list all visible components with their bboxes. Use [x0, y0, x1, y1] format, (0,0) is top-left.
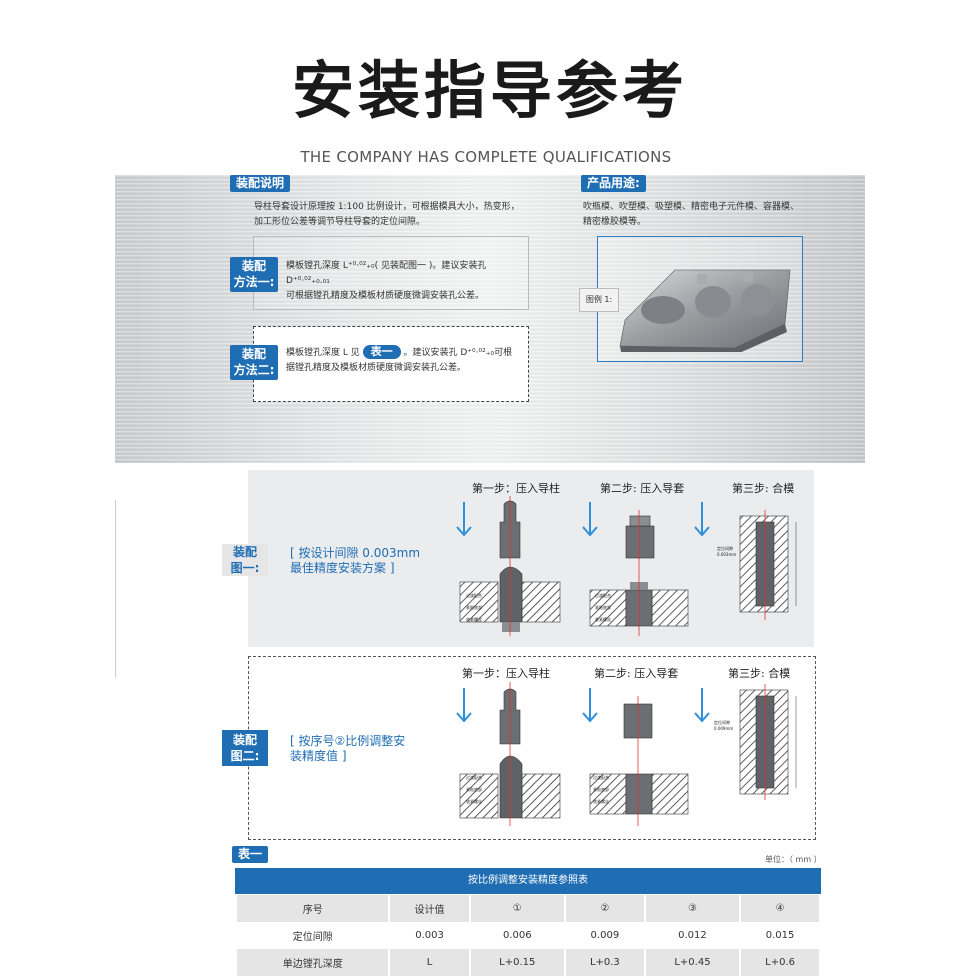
table-cell: L+0.6 — [741, 949, 819, 976]
method-two-label-line2: 方法二: — [233, 363, 275, 377]
table-one-link[interactable]: 表一 — [362, 345, 401, 359]
diagram-one-callout3: 收紧螺丝 — [466, 616, 482, 622]
left-divider — [115, 500, 116, 678]
diagram-two-callout1: 过渡配合 — [466, 774, 482, 780]
diagram-two-step2: 第二步: 压入导套 — [594, 667, 679, 680]
diagram-one-label-line1: 装配 — [232, 545, 257, 559]
diagram-one-step3: 第三步: 合模 — [732, 482, 795, 495]
diagram-one-label-line2: 图一: — [230, 561, 260, 575]
table-cell: 0.009 — [565, 922, 644, 949]
table-cell: L — [390, 949, 469, 976]
page-subtitle: THE COMPANY HAS COMPLETE QUALIFICATIONS — [300, 148, 672, 166]
diagram-one-step2-callout1: 过渡配合 — [595, 592, 611, 598]
diagram-two-callout2: 紧贴底部 — [466, 786, 482, 792]
table-cell: 单边镗孔深度 — [237, 949, 389, 976]
diagram-one-step2-callout3: 收紧螺丝 — [595, 616, 611, 622]
diagram-one-callout1: 过渡配合 — [466, 592, 482, 598]
diagram-one-description: [ 按设计间隙 0.003mm 最佳精度安装方案 ] — [290, 546, 420, 576]
method-two-text-before: 模板镗孔深度 L 见 — [286, 348, 360, 358]
diagram-two-callout3: 锁紧螺丝 — [466, 798, 482, 804]
table-header-cell: 序号 — [237, 895, 389, 922]
table-row: 单边镗孔深度 L L+0.15 L+0.3 L+0.45 L+0.6 — [237, 949, 819, 976]
method-one-label-line1: 装配 — [241, 259, 266, 273]
method-one-text: 模板镗孔深度 L⁺⁰·⁰²₊₀( 见装配图一 )。建议安装孔 D⁺⁰·⁰²₊₀.… — [286, 259, 526, 304]
table-header-cell: ③ — [645, 895, 740, 922]
method-two-text: 模板镗孔深度 L 见 表一 。建议安装孔 D⁺⁰·⁰²₊₀可根 据镗孔精度及模板… — [286, 345, 526, 376]
page-title: 安装指导参考 — [291, 54, 688, 127]
method-two-text-after: 。建议安装孔 D⁺⁰·⁰²₊₀可根 — [403, 348, 513, 358]
table-header-cell: ④ — [741, 895, 819, 922]
table-cell: 0.003 — [390, 922, 469, 949]
diagram-two-desc-line2: 装精度值 ] — [290, 749, 347, 763]
method-two-label: 装配 方法二: — [230, 345, 278, 380]
diagram-two-desc-line1: [ 按序号②比例调整安 — [290, 734, 406, 748]
method-one-line1: 模板镗孔深度 L⁺⁰·⁰²₊₀( 见装配图一 )。建议安装孔 D⁺⁰·⁰²₊₀.… — [286, 261, 487, 286]
diagram-two-label-line1: 装配 — [232, 733, 257, 747]
assembly-notes-text: 导柱导套设计原理按 1:100 比例设计，可根据模具大小，热变形， 加工形位公差… — [254, 200, 544, 230]
table-cell: 0.015 — [741, 922, 819, 949]
method-two-line2: 据镗孔精度及模板材质硬度微调安装孔公差。 — [286, 363, 467, 373]
mold-photo-illustration — [619, 269, 791, 352]
diagram-one-gap-label2: 0.003mm — [717, 552, 736, 557]
diagram-one-callout2: 紧贴底部 — [466, 604, 482, 610]
table-cell: L+0.45 — [645, 949, 740, 976]
table-header-cell: 设计值 — [390, 895, 469, 922]
table-cell: L+0.3 — [565, 949, 644, 976]
table-header-cell: ② — [565, 895, 644, 922]
table-one-tag: 表一 — [232, 846, 269, 863]
precision-reference-table: 序号 设计值 ① ② ③ ④ 定位间隙 0.003 0.006 0.009 0.… — [235, 895, 821, 976]
diagram-one-label: 装配 图一: — [222, 544, 268, 576]
table-cell: L+0.15 — [470, 949, 564, 976]
diagram-one-desc-line2: 最佳精度安装方案 ] — [290, 561, 395, 575]
diagram-one-gap-label1: 定位间隙 — [717, 545, 733, 551]
product-use-line1: 吹瓶模、吹塑模、吸塑模、精密电子元件模、容器模、 — [583, 202, 800, 212]
diagram-two-gap-label2: 0.009mm — [714, 726, 733, 731]
method-one-line2: 可根据镗孔精度及模板材质硬度微调安装孔公差。 — [286, 291, 485, 301]
diagram-one-desc-line1: [ 按设计间隙 0.003mm — [290, 546, 421, 560]
diagram-one-step2-callout2: 紧贴底部 — [595, 604, 611, 610]
table-cell: 定位间隙 — [237, 922, 389, 949]
method-two-label-line1: 装配 — [241, 347, 266, 361]
table-unit: 单位：（ mm ） — [765, 855, 822, 864]
diagram-two-step2-callout1: 过渡配合 — [593, 774, 609, 780]
diagram-one-step2: 第二步: 压入导套 — [600, 482, 685, 495]
table-title: 按比例调整安装精度参照表 — [235, 868, 821, 894]
product-use-line2: 精密橡胶模等。 — [583, 217, 647, 227]
diagram-one-step1: 第一步：压入导柱 — [472, 482, 560, 495]
diagram-two-label-line2: 图二: — [230, 749, 260, 763]
method-one-label: 装配 方法一: — [230, 257, 278, 292]
table-header-cell: ① — [470, 895, 564, 922]
assembly-notes-tag: 装配说明 — [230, 175, 291, 192]
method-one-label-line2: 方法一: — [233, 275, 275, 289]
diagram-two-drawings: 过渡配合 紧贴底部 锁紧螺丝 过渡配合 紧贴底部 锁紧螺丝 定位间隙 0.009… — [456, 682, 797, 826]
figure-label: 图例 1: — [579, 288, 619, 312]
assembly-notes-line1: 导柱导套设计原理按 1:100 比例设计，可根据模具大小，热变形， — [254, 202, 520, 212]
diagram-two-description: [ 按序号②比例调整安 装精度值 ] — [290, 734, 405, 764]
product-use-tag: 产品用途: — [581, 175, 646, 192]
table-cell: 0.006 — [470, 922, 564, 949]
product-use-text: 吹瓶模、吹塑模、吸塑模、精密电子元件模、容器模、 精密橡胶模等。 — [583, 200, 843, 230]
down-arrow-icon — [456, 688, 710, 723]
method-one-box — [253, 236, 529, 310]
diagram-two-label: 装配 图二: — [222, 730, 268, 766]
table-header-row: 序号 设计值 ① ② ③ ④ — [237, 895, 819, 922]
diagram-two-step2-callout2: 紧贴底部 — [593, 786, 609, 792]
down-arrow-icon — [456, 502, 710, 537]
diagram-two-step1: 第一步：压入导柱 — [462, 667, 550, 680]
table-row: 定位间隙 0.003 0.006 0.009 0.012 0.015 — [237, 922, 819, 949]
table-cell: 0.012 — [645, 922, 740, 949]
assembly-notes-line2: 加工形位公差等调节导柱导套的定位间隙。 — [254, 217, 426, 227]
diagram-two-gap-label1: 定位间隙 — [714, 719, 730, 725]
diagram-two-step2-callout3: 锁紧螺丝 — [593, 798, 609, 804]
method-two-box — [253, 326, 529, 402]
diagram-one-drawings: 过渡配合 紧贴底部 收紧螺丝 过渡配合 紧贴底部 收紧螺丝 定位间隙 0.003… — [456, 496, 797, 636]
diagram-two-step3: 第三步: 合模 — [728, 667, 791, 680]
